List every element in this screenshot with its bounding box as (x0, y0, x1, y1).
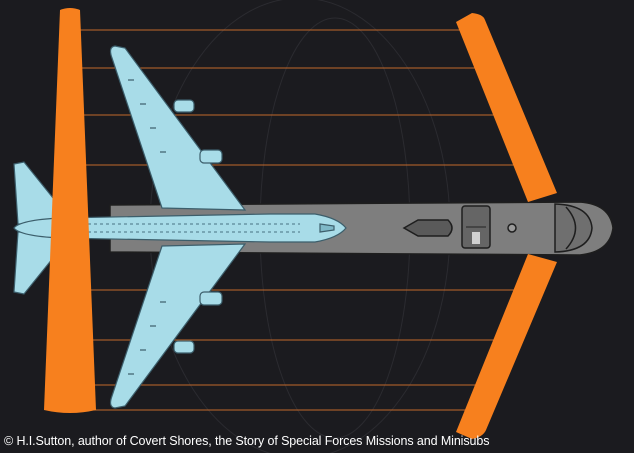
minisub (402, 219, 453, 237)
left-orange-wing (44, 8, 96, 413)
engine (199, 149, 223, 164)
submarine-bow-section (554, 203, 593, 253)
lower-wing (456, 254, 557, 439)
aircraft-lower-wing (109, 243, 247, 409)
submarine-wings (456, 13, 557, 439)
cockpit-window (319, 223, 335, 233)
image-credit: © H.I.Sutton, author of Covert Shores, t… (4, 434, 490, 448)
engine (199, 291, 223, 306)
engine (173, 99, 195, 113)
aircraft-upper-wing (109, 45, 247, 211)
submarine-bow-arc (565, 206, 577, 250)
submarine-hatch (507, 223, 517, 233)
engine (173, 340, 195, 354)
upper-wing (456, 13, 557, 202)
flap-tracks (128, 79, 166, 375)
submarine-deck-feature (472, 232, 480, 244)
aircraft-fuselage (13, 213, 347, 243)
